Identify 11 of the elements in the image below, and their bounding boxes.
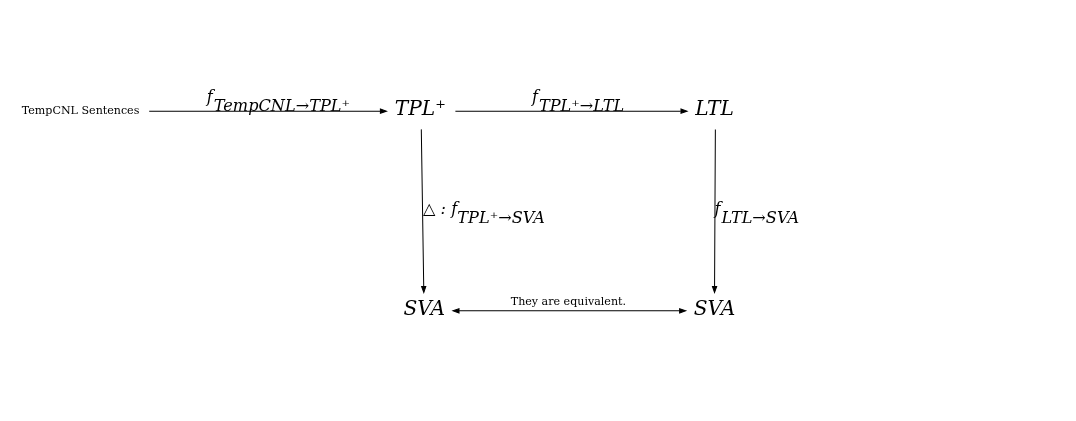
node-text: SVA <box>403 295 445 320</box>
edge-label: They are equivalent. <box>510 294 627 308</box>
arrow <box>148 107 388 114</box>
node-text: SVA <box>693 295 736 320</box>
node-text: TempCNL Sentences <box>21 103 140 117</box>
arrow <box>454 107 689 114</box>
node-text: LTL <box>695 95 734 120</box>
arrow <box>451 307 688 314</box>
arrow <box>711 128 718 294</box>
node-text: TPL⁺ <box>394 95 446 120</box>
arrow <box>420 128 427 294</box>
